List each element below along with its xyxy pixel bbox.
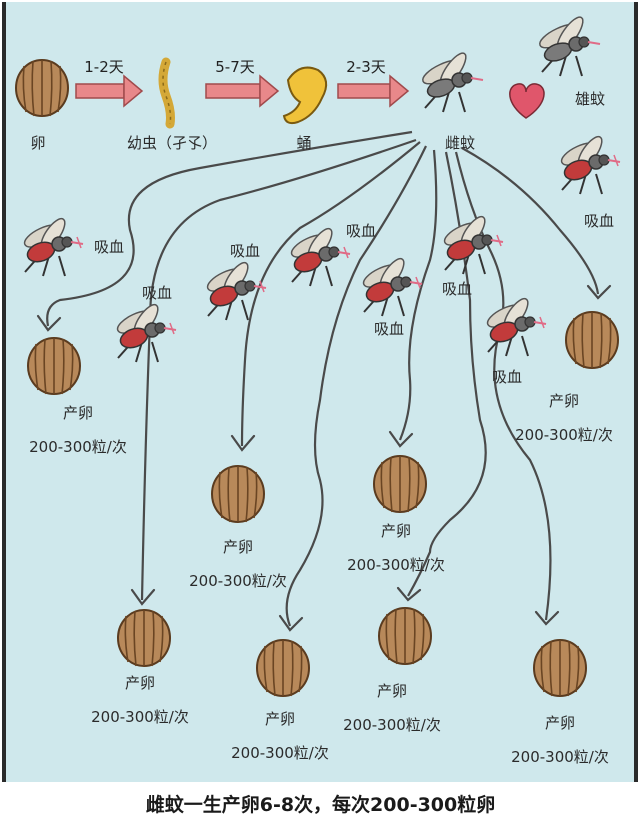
egg-cluster-icon — [565, 311, 619, 369]
blood-label: 吸血 — [230, 242, 261, 260]
lay-label: 产卵 — [62, 404, 94, 422]
egg-cluster-icon — [211, 465, 265, 523]
lay-label: 产卵 — [376, 682, 408, 700]
egg-cluster-icon — [373, 455, 427, 513]
egg-count-label: 200-300粒/次 — [515, 426, 613, 444]
egg-cluster-icon — [117, 609, 171, 667]
egg-cluster-icon — [378, 607, 432, 665]
blood-label: 吸血 — [584, 212, 615, 230]
egg-label: 卵 — [30, 134, 46, 152]
lay-label: 产卵 — [264, 710, 296, 728]
lay-label: 产卵 — [544, 714, 576, 732]
larva-icon — [158, 57, 175, 129]
lay-label: 产卵 — [548, 392, 580, 410]
egg-cluster-icon — [27, 337, 81, 395]
egg-count-label: 200-300粒/次 — [511, 748, 609, 766]
pupa-icon — [282, 66, 328, 125]
blood-mosquito-icon — [203, 258, 267, 321]
male-mosquito-icon — [535, 12, 601, 77]
lay-label: 产卵 — [380, 522, 412, 540]
blood-label: 吸血 — [142, 284, 173, 302]
blood-mosquito-icon — [287, 224, 351, 287]
blood-label: 吸血 — [492, 368, 523, 386]
flow-arrowheads — [36, 284, 612, 632]
egg-icon — [15, 59, 69, 117]
blood-mosquito-icon — [483, 294, 547, 357]
egg-cluster-icon — [533, 639, 587, 697]
egg-count-label: 200-300粒/次 — [91, 708, 189, 726]
blood-mosquito-icon — [557, 132, 621, 195]
lay-label: 产卵 — [124, 674, 156, 692]
egg-count-label: 200-300粒/次 — [29, 438, 127, 456]
egg-count-label: 200-300粒/次 — [231, 744, 329, 762]
egg-count-label: 200-300粒/次 — [343, 716, 441, 734]
diagram-caption: 雌蚊一生产卵6-8次，每次200-300粒卵 — [145, 794, 496, 816]
arrow-egg-larva — [75, 74, 144, 108]
step-duration-2: 5-7天 — [215, 58, 255, 76]
female-mosquito-icon — [418, 48, 484, 113]
blood-label: 吸血 — [374, 320, 405, 338]
female-label: 雌蚊 — [444, 134, 476, 152]
blood-label: 吸血 — [346, 222, 377, 240]
caption-band — [2, 782, 638, 832]
egg-count-label: 200-300粒/次 — [347, 556, 445, 574]
blood-mosquito-icon — [20, 214, 84, 277]
blood-mosquito-icon — [359, 254, 423, 317]
blood-mosquito-icon — [113, 300, 177, 363]
blood-label: 吸血 — [94, 238, 125, 256]
pupa-label: 蛹 — [296, 134, 312, 152]
heart-icon — [509, 83, 545, 119]
blood-mosquito-icon — [440, 212, 504, 275]
egg-cluster-icon — [256, 639, 310, 697]
arrow-larva-pupa — [205, 74, 280, 108]
step-duration-3: 2-3天 — [346, 58, 386, 76]
egg-count-label: 200-300粒/次 — [189, 572, 287, 590]
step-duration-1: 1-2天 — [84, 58, 124, 76]
larva-label: 幼虫（孑孓） — [126, 134, 218, 152]
blood-label: 吸血 — [442, 280, 473, 298]
arrow-pupa-female — [337, 74, 410, 108]
lay-label: 产卵 — [222, 538, 254, 556]
male-label: 雄蚊 — [574, 90, 606, 108]
